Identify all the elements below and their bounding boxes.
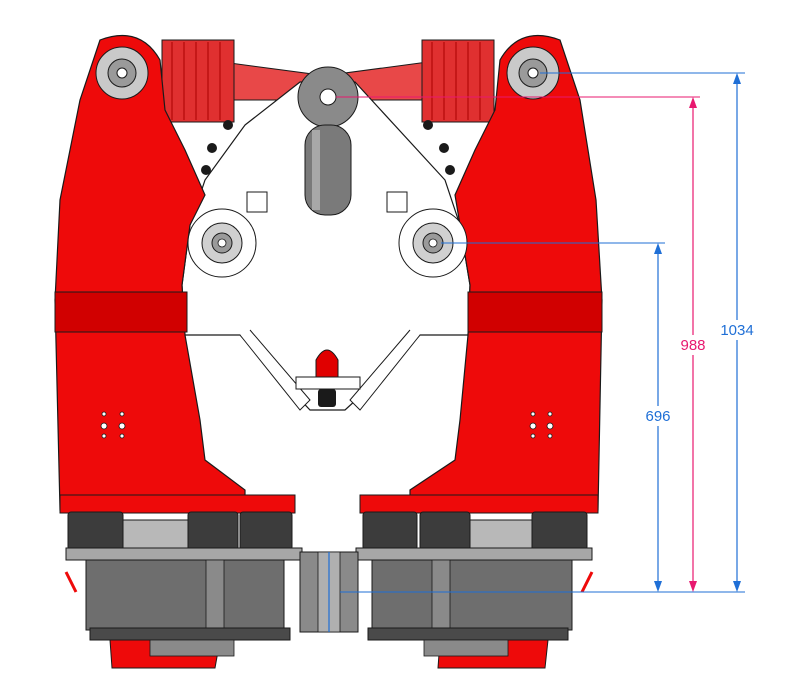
left-pad-block xyxy=(85,559,285,631)
left-arm-band xyxy=(54,291,188,333)
spring-housing-left xyxy=(161,39,235,123)
square-hole-left xyxy=(246,191,268,213)
left-black-stud xyxy=(223,120,233,130)
center-cylinder xyxy=(304,124,352,216)
right-shoe-clamp-b xyxy=(419,511,471,551)
left-arm xyxy=(54,34,246,511)
right-shoe-plate xyxy=(355,547,593,561)
left-shoe-top xyxy=(59,494,296,514)
dim-1034-label: 1034 xyxy=(720,322,753,339)
right-shoe-top xyxy=(359,494,599,514)
left-shoe-clamp-a xyxy=(67,511,124,551)
v-bracket-left xyxy=(239,329,311,411)
right-shoe-clamp-c xyxy=(531,511,588,551)
indicator-mount xyxy=(295,376,361,390)
right-pad-block xyxy=(371,559,573,631)
right-bolt-a xyxy=(530,411,536,417)
right-black-stud xyxy=(423,120,433,130)
right-flap xyxy=(580,571,594,593)
dimension-annotations: 1034 988 696 xyxy=(336,72,758,593)
middle-pivots xyxy=(187,208,468,278)
dim-696-label: 696 xyxy=(645,408,670,425)
right-arm-band xyxy=(467,291,603,333)
right-shoe-clamp-a xyxy=(362,511,418,551)
v-bracket-right xyxy=(349,329,421,411)
right-arm xyxy=(409,34,603,511)
lower-shoes xyxy=(59,494,599,669)
spring-housing-right xyxy=(421,39,495,123)
left-shoe-clamp-c xyxy=(239,511,293,551)
left-bolt-a xyxy=(101,411,107,417)
left-shoe-plate xyxy=(65,547,303,561)
dim-988-label: 988 xyxy=(680,337,705,354)
indicator-base xyxy=(318,389,336,407)
top-linkage xyxy=(161,39,495,123)
center-plate xyxy=(181,66,471,411)
left-shoe-clamp-b xyxy=(187,511,239,551)
square-hole-right xyxy=(386,191,408,213)
left-flap xyxy=(64,571,78,593)
indicator-lamp xyxy=(315,349,339,378)
